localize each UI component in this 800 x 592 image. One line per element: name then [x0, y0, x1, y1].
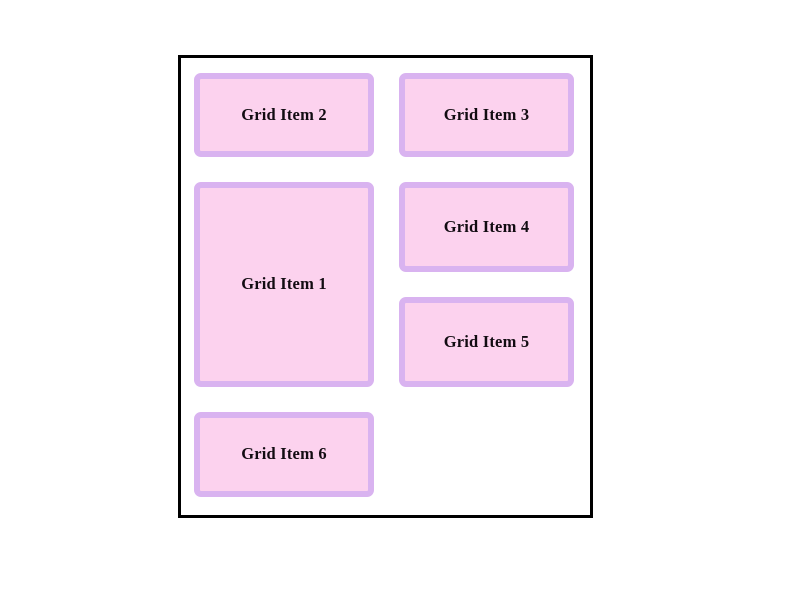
- grid-item-5-label: Grid Item 5: [443, 331, 530, 351]
- grid-item-1-label: Grid Item 1: [241, 274, 327, 294]
- grid-item-4[interactable]: Grid Item 4: [399, 182, 574, 272]
- grid-item-2[interactable]: Grid Item 2: [194, 73, 374, 157]
- grid-item-4-label: Grid Item 4: [443, 216, 530, 236]
- grid-item-1[interactable]: Grid Item 1: [194, 182, 374, 387]
- grid-inner-wrapper: Grid Item 2 Grid Item 3 Grid Item 1 Grid…: [194, 73, 574, 497]
- grid-item-2-label: Grid Item 2: [241, 104, 327, 124]
- grid-item-3-label: Grid Item 3: [443, 104, 530, 124]
- grid-container: Grid Item 2 Grid Item 3 Grid Item 1 Grid…: [178, 55, 593, 518]
- grid-item-6-label: Grid Item 6: [241, 444, 327, 464]
- grid-item-3[interactable]: Grid Item 3: [399, 73, 574, 157]
- grid-item-6[interactable]: Grid Item 6: [194, 412, 374, 497]
- grid-item-5[interactable]: Grid Item 5: [399, 297, 574, 387]
